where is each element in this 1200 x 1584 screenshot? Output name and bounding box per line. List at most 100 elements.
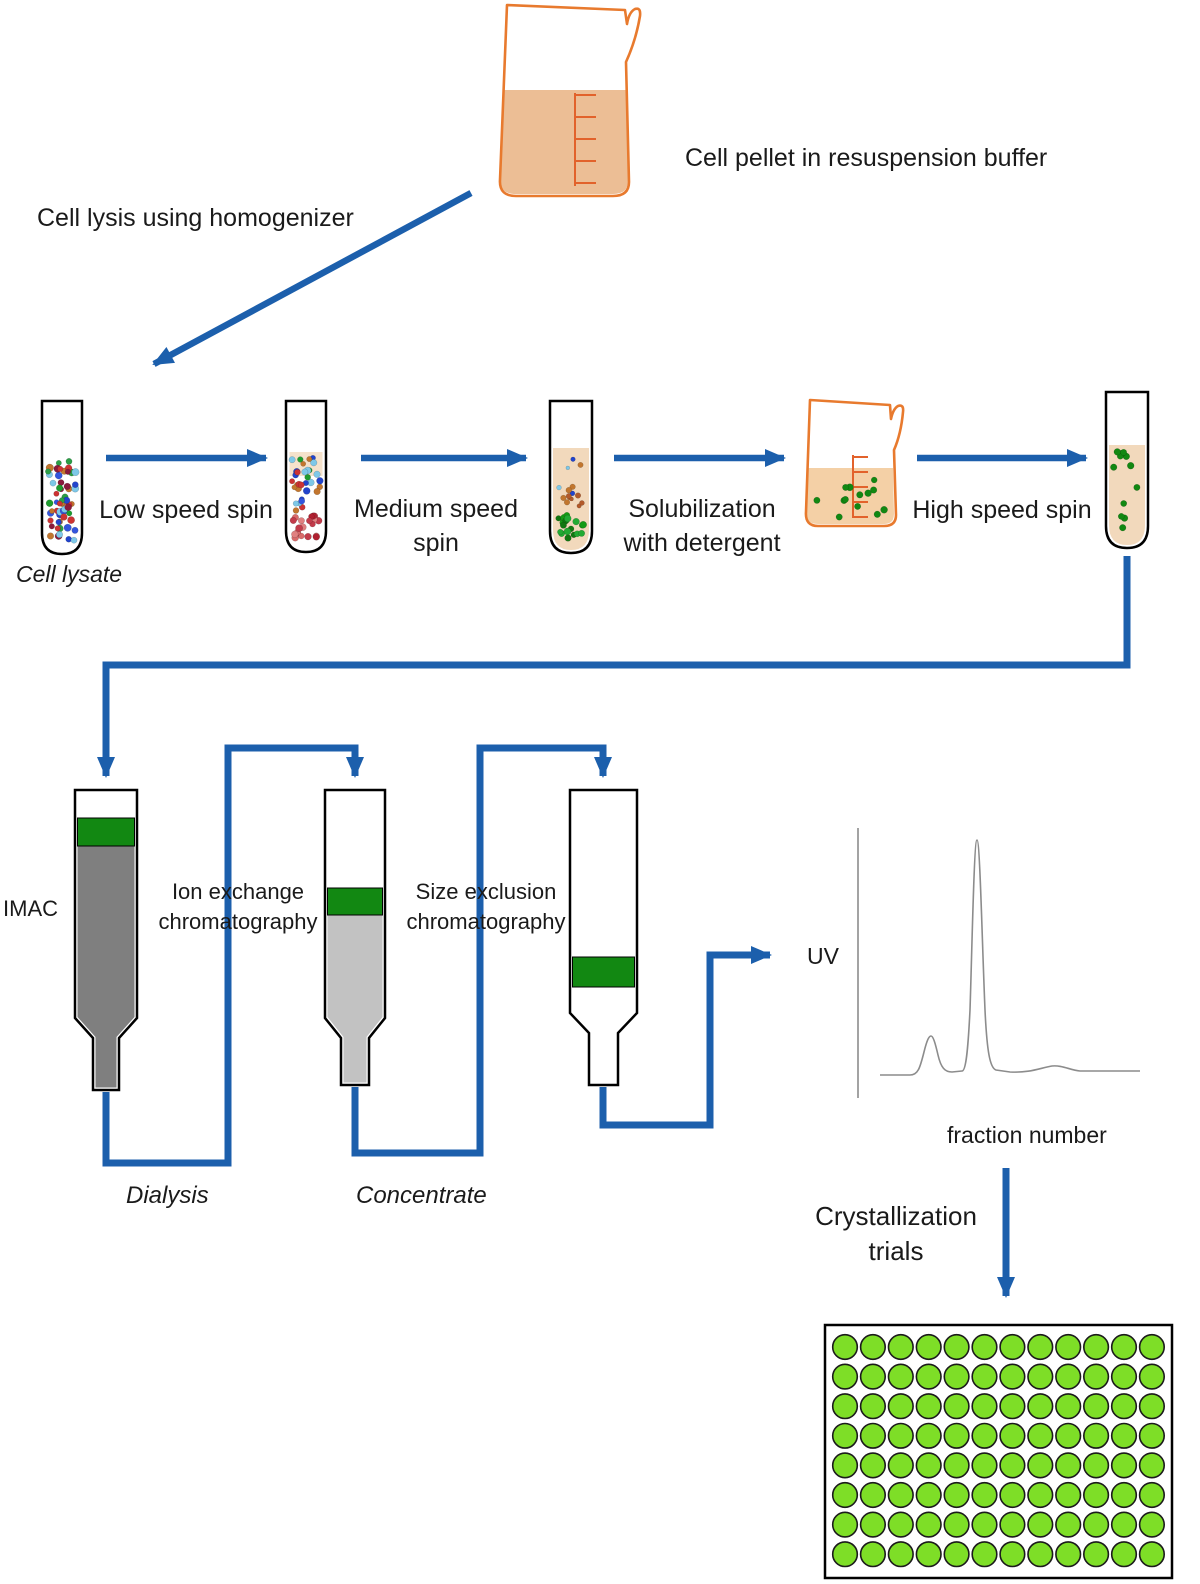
particle-dot [55, 518, 62, 526]
particle-dot [835, 513, 843, 521]
arrow-cell-lysis [152, 190, 473, 367]
beaker-outline [498, 3, 642, 198]
particle-dot [55, 530, 64, 539]
label-line: chromatography [158, 909, 318, 934]
well [915, 1393, 942, 1420]
well [1027, 1393, 1054, 1420]
arrow-to-imac [97, 556, 1131, 778]
well [887, 1511, 914, 1538]
particle-dot [1120, 500, 1128, 507]
particle-dot [570, 456, 576, 462]
well [1027, 1363, 1054, 1390]
particle-dot [67, 516, 75, 524]
particle-dot [304, 474, 311, 481]
label-cell-lysis: Cell lysis using homogenizer [37, 204, 354, 232]
particle-dot [577, 461, 584, 468]
well [1110, 1452, 1138, 1479]
well [915, 1541, 942, 1568]
label-line: Solubilization [628, 495, 776, 523]
particle-dot [579, 500, 585, 506]
well [1138, 1452, 1165, 1479]
particle-dot [841, 495, 849, 503]
label-line: chromatography [406, 909, 566, 934]
particle-dot [292, 500, 299, 507]
well [915, 1511, 942, 1538]
column-outline [568, 788, 639, 1087]
particle-dot [1120, 448, 1128, 456]
well [887, 1422, 914, 1449]
particle-dot [66, 510, 73, 517]
label-ion-exchange: Ion exchange chromatography [158, 877, 318, 937]
well [831, 1481, 859, 1509]
well [1138, 1422, 1165, 1449]
particle-dot [71, 526, 79, 534]
well [999, 1511, 1026, 1538]
particle-dot [1119, 524, 1127, 532]
particle-dot [870, 476, 878, 484]
well [887, 1363, 914, 1390]
well [1027, 1452, 1054, 1479]
label-line: with detergent [623, 529, 781, 557]
uv-trace [880, 839, 1140, 1076]
particle-dot [55, 460, 62, 466]
well [943, 1511, 970, 1538]
well [915, 1333, 942, 1361]
well [915, 1363, 942, 1390]
well [1138, 1363, 1165, 1390]
label-concentrate: Concentrate [356, 1182, 487, 1209]
particle-dot [556, 484, 562, 491]
tube-liquid [1109, 445, 1145, 545]
well [1027, 1541, 1054, 1568]
particle-dot [569, 483, 576, 490]
particle-dot [572, 517, 580, 526]
particle-dot [289, 478, 296, 485]
well [971, 1422, 998, 1449]
ion-exchange-column [323, 788, 387, 1087]
particle-dot [297, 456, 304, 463]
particle-dot [71, 468, 80, 477]
tube-low-speed [284, 399, 328, 554]
well [831, 1511, 859, 1538]
particle-dot [60, 513, 68, 521]
well [859, 1541, 887, 1568]
well [1138, 1481, 1165, 1509]
particle-dot [310, 459, 318, 467]
particle-dot [313, 487, 321, 496]
particle-dot [49, 508, 55, 514]
connectors [97, 190, 1131, 1298]
particle-dot [298, 497, 306, 505]
well [859, 1333, 887, 1361]
arrow-dialysis-to-ion-exchange [102, 744, 364, 1167]
particle-dot [291, 484, 298, 491]
well [831, 1422, 859, 1449]
label-line: Crystallization [815, 1201, 977, 1231]
particle-dot [870, 486, 878, 494]
label-line: Size exclusion [415, 879, 557, 904]
well [1082, 1452, 1110, 1479]
well [887, 1393, 914, 1420]
dots-beaker2 [813, 476, 888, 521]
particle-dot [300, 460, 307, 467]
protein-band [77, 817, 135, 847]
particle-dot [295, 524, 303, 533]
particle-dot [1113, 448, 1121, 456]
particle-dot [65, 458, 73, 465]
particle-dot [306, 456, 313, 463]
well [831, 1333, 859, 1361]
well [999, 1481, 1026, 1509]
particle-dot [71, 481, 79, 489]
well [999, 1393, 1026, 1420]
well [1082, 1481, 1110, 1509]
particle-dot [304, 532, 312, 541]
particle-dot [56, 500, 63, 507]
particle-dot [70, 536, 78, 544]
particle-dot [64, 503, 72, 511]
particle-dot [289, 516, 297, 524]
label-medium-speed-spin: Medium speed spin [346, 492, 526, 560]
particle-dot [574, 492, 582, 499]
well [1055, 1393, 1082, 1420]
crystallization-plate [823, 1323, 1174, 1580]
particle-dot [557, 528, 564, 536]
particle-dot [53, 490, 60, 497]
well [1082, 1422, 1110, 1449]
